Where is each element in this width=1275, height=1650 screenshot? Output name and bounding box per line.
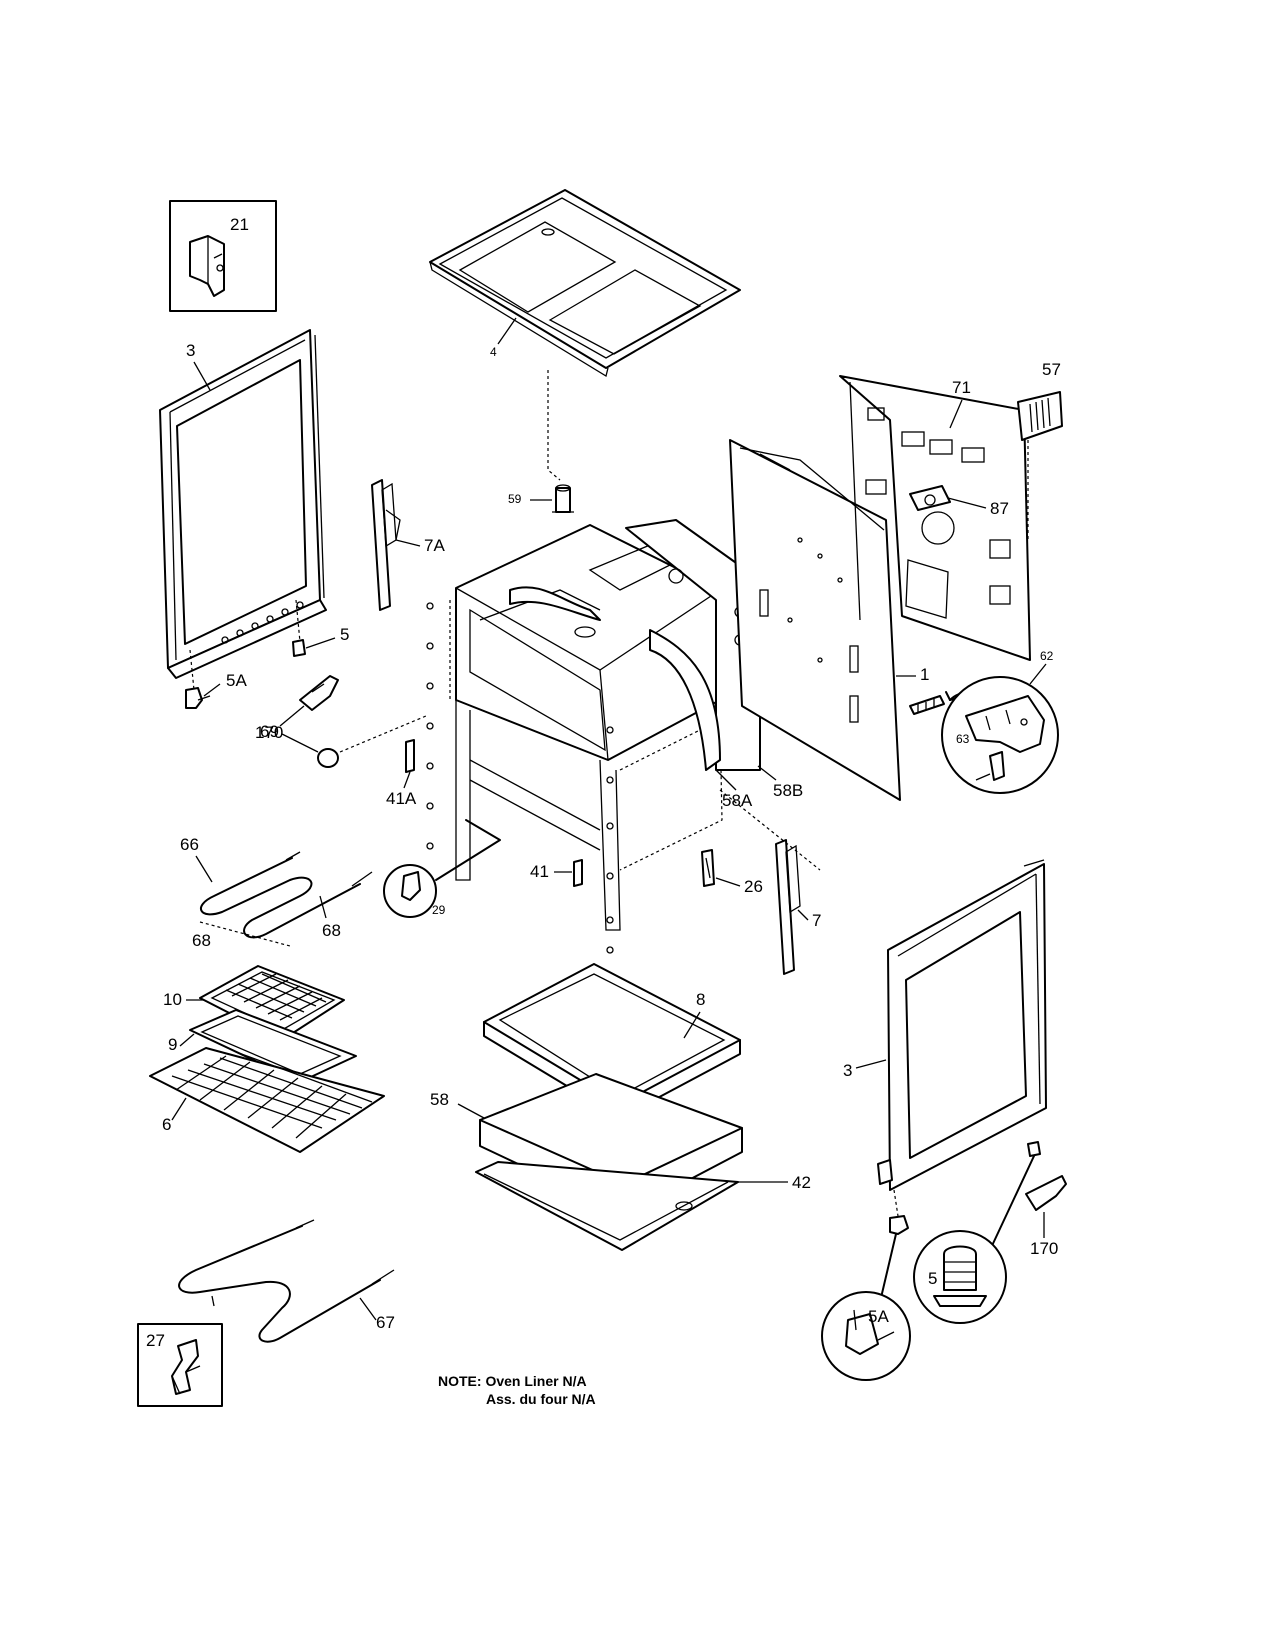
callout-69: 69 [260,722,279,741]
part-29-inset[interactable]: 29 [383,819,501,918]
callout-1: 1 [920,665,929,684]
callout-59: 59 [508,492,522,506]
part-59[interactable]: 59 [508,484,574,513]
callout-68-a: 68 [192,931,211,950]
part-27-inset[interactable]: 27 [137,1323,223,1407]
callout-29: 29 [432,903,446,917]
bake-element-66[interactable]: 66 68 68 [180,835,373,950]
callout-58A: 58A [722,791,753,810]
part-41A[interactable]: 41A [386,739,417,808]
callout-5A-left: 5A [226,671,247,690]
back-panel[interactable]: 1 [729,439,929,801]
part-21-inset[interactable]: 21 [169,200,277,312]
rack-support-7A[interactable]: 7A [371,479,445,611]
callout-5A-right: 5A [868,1307,889,1326]
oven-door-left[interactable]: 3 [159,329,327,679]
drawer-bottom-42[interactable]: 42 [475,1161,811,1251]
callout-26: 26 [744,877,763,896]
callout-6: 6 [162,1115,171,1134]
oven-door-right[interactable]: 3 [843,859,1047,1191]
callout-9: 9 [168,1035,177,1054]
callout-57: 57 [1042,360,1061,379]
note-line-1: NOTE: Oven Liner N/A [438,1373,587,1389]
rack-support-7[interactable]: 7 [719,789,821,975]
callout-8: 8 [696,990,705,1009]
callout-67: 67 [376,1313,395,1332]
insulation-58A-58B[interactable]: 58A 58B [509,519,803,810]
note-line-2: Ass. du four N/A [486,1391,596,1407]
callout-42: 42 [792,1173,811,1192]
oven-rack-6[interactable]: 6 [149,1047,385,1153]
door-hinge-right-parts[interactable]: 170 5 5A [821,1141,1067,1381]
callout-7: 7 [812,911,821,930]
callout-41A: 41A [386,789,417,808]
callout-170-left: 170 [255,723,283,742]
rear-cover[interactable]: 71 87 [839,375,1031,661]
callout-3-right: 3 [843,1061,852,1080]
oven-body[interactable] [426,524,723,954]
top-panel[interactable]: 4 [429,189,741,378]
callout-87: 87 [990,499,1009,518]
note-block: NOTE: Oven Liner N/A Ass. du four N/A [438,1373,596,1407]
callout-170-right: 170 [1030,1239,1058,1258]
callout-58B: 58B [773,781,803,800]
callout-62: 62 [1040,649,1054,663]
bake-element-67[interactable]: 67 [178,1219,395,1343]
part-41[interactable]: 41 [530,859,583,887]
part-26[interactable]: 26 [701,849,763,896]
callout-3-left: 3 [186,341,195,360]
connector-4-59 [547,370,561,481]
callout-5-right: 5 [928,1269,937,1288]
callout-27: 27 [146,1331,165,1350]
callout-4: 4 [490,345,497,359]
callout-63: 63 [956,732,970,746]
callout-41: 41 [530,862,549,881]
terminal-block-62[interactable]: 62 63 [909,649,1059,794]
callout-66: 66 [180,835,199,854]
callout-7A: 7A [424,536,445,555]
part-57-vent[interactable]: 57 [1017,360,1063,540]
callout-5-left: 5 [340,625,349,644]
callout-58: 58 [430,1090,449,1109]
callout-21: 21 [230,215,249,234]
callout-10: 10 [163,990,182,1009]
callout-71: 71 [952,378,971,397]
callout-68-b: 68 [322,921,341,940]
part-69[interactable]: 69 [260,715,427,768]
door-hinge-left-parts[interactable]: 5A 5 170 [185,599,349,742]
